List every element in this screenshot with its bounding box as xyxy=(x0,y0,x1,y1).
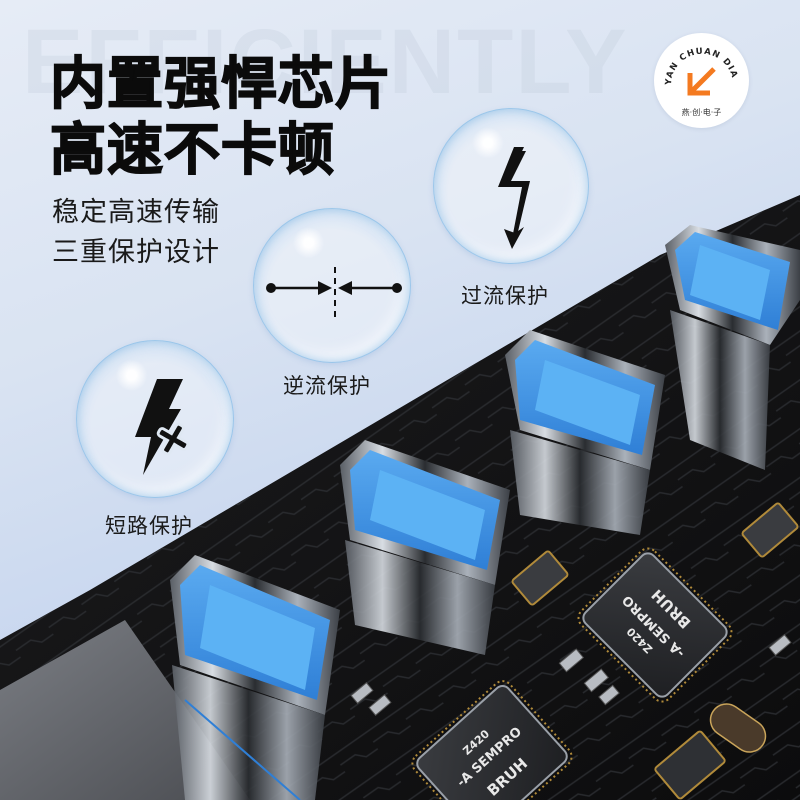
usb-port-3 xyxy=(505,330,665,535)
feature-label-overcurrent: 过流保护 xyxy=(461,284,549,308)
headline-line-1: 内置强悍芯片 xyxy=(49,51,392,118)
brand-logo-icon: YAN CHUAN DIAN ZI 燕·创·电·子 xyxy=(654,33,738,117)
headline: 内置强悍芯片 高速不卡顿 xyxy=(49,51,392,184)
usb-port-2 xyxy=(340,440,510,655)
usb-port-4 xyxy=(665,225,800,470)
feature-bubble-short-circuit xyxy=(76,340,234,498)
subheadline-line-2: 三重保护设计 xyxy=(52,237,220,268)
headline-line-2: 高速不卡顿 xyxy=(49,117,335,184)
brand-logo: YAN CHUAN DIAN ZI 燕·创·电·子 xyxy=(654,33,749,128)
feature-label-short-circuit: 短路保护 xyxy=(105,514,193,538)
feature-bubble-overcurrent xyxy=(433,108,589,264)
lightning-arrow-icon xyxy=(498,147,530,249)
logo-cn-text: 燕·创·电·子 xyxy=(682,107,722,117)
subheadline: 稳定高速传输 三重保护设计 xyxy=(52,193,220,273)
usb-port-1 xyxy=(170,555,340,800)
feature-bubble-reverse-current xyxy=(253,208,411,363)
controller-chip-2: Z420 -A SEMPRO BRUH xyxy=(411,680,573,800)
small-chip xyxy=(511,550,569,606)
feature-label-reverse-current: 逆流保护 xyxy=(283,374,371,398)
small-chip xyxy=(741,502,799,558)
small-chip xyxy=(654,730,726,800)
lightning-cross-icon xyxy=(135,379,190,475)
background-watermark-word: EFFICIENTLY xyxy=(22,11,629,113)
opposing-arrows-icon xyxy=(266,267,402,317)
oval-component xyxy=(709,703,767,753)
subheadline-line-1: 稳定高速传输 xyxy=(52,197,220,228)
